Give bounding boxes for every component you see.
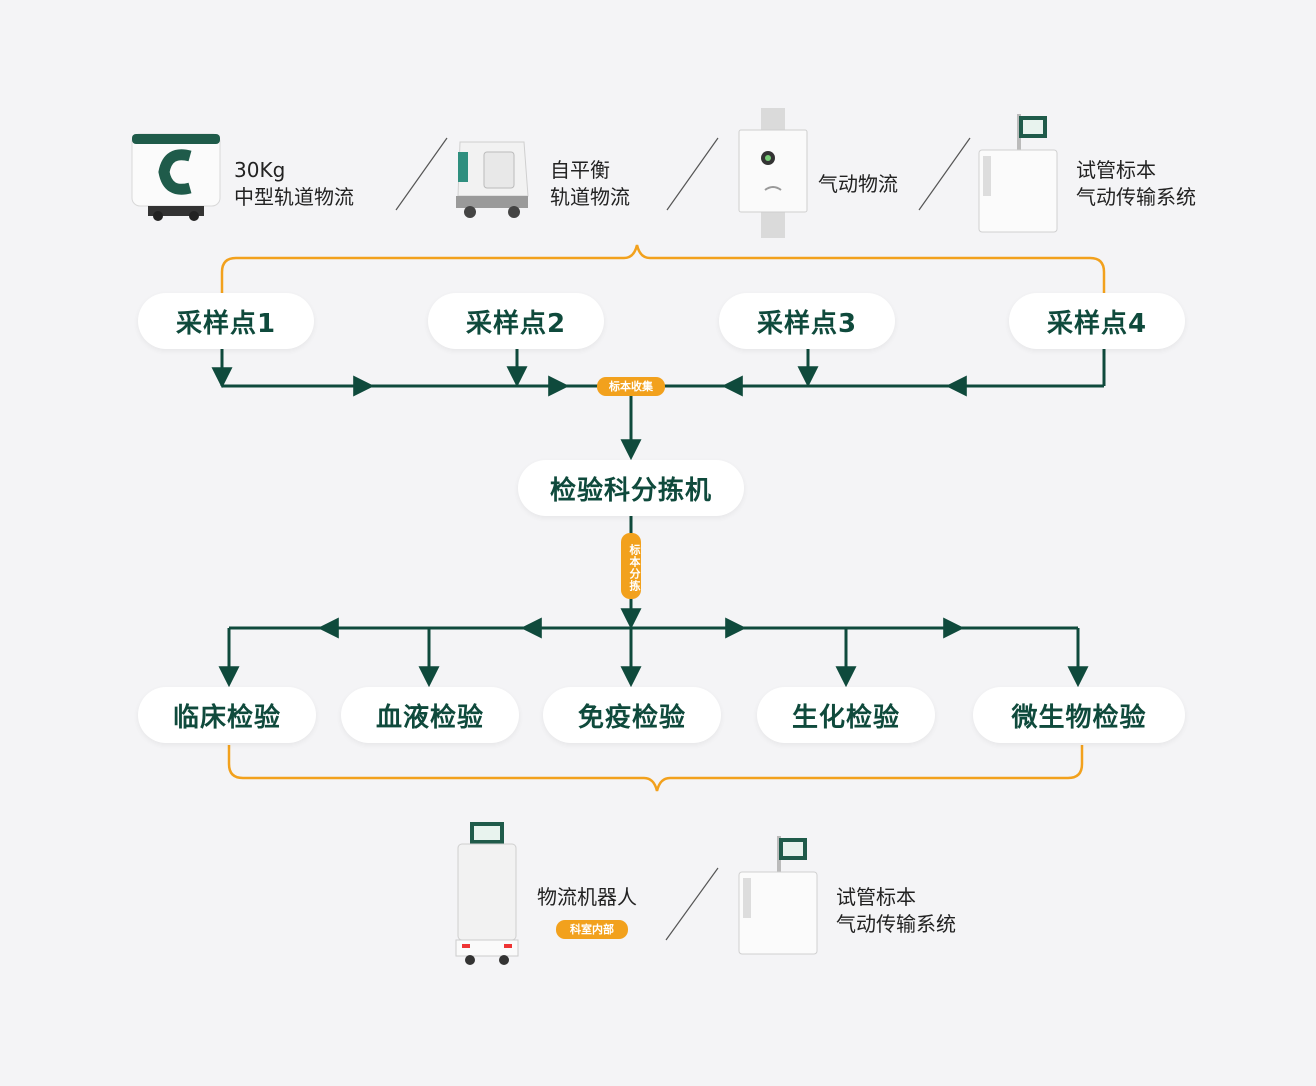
separator: [666, 137, 719, 211]
sampling-point-2: 采样点2: [428, 293, 604, 349]
sampling-point-3: 采样点3: [719, 293, 895, 349]
separator: [395, 137, 448, 211]
track-robot-icon: [128, 128, 224, 224]
sampling-point-1: 采样点1: [138, 293, 314, 349]
lab-clinical: 临床检验: [138, 687, 316, 743]
device-label: 物流机器人: [537, 885, 637, 909]
device-label: 气动物流: [818, 172, 898, 196]
lab-blood: 血液检验: [341, 687, 519, 743]
tube-pneumatic-icon: [975, 112, 1061, 236]
sort-badge: 标本分拣: [621, 533, 641, 599]
device-label: 试管标本 气动传输系统: [836, 885, 956, 936]
top-brace: [220, 244, 1106, 295]
pneumatic-station-icon: [735, 108, 811, 238]
bottom-brace: [227, 745, 1084, 792]
lab-immune: 免疫检验: [543, 687, 721, 743]
lab-micro: 微生物检验: [973, 687, 1185, 743]
device-label: 试管标本 气动传输系统: [1076, 158, 1196, 209]
sampling-point-4: 采样点4: [1009, 293, 1185, 349]
separator: [918, 137, 971, 211]
lab-biochem: 生化检验: [757, 687, 935, 743]
device-label: 30Kg 中型轨道物流: [234, 158, 354, 209]
self-balancing-robot-icon: [450, 136, 534, 220]
sorter-node: 检验科分拣机: [518, 460, 744, 516]
device-label: 自平衡 轨道物流: [550, 158, 630, 209]
internal-badge: 科室内部: [556, 920, 628, 939]
collect-badge: 标本收集: [597, 377, 665, 396]
logistics-robot-icon: [452, 820, 522, 966]
tube-pneumatic-icon: [735, 834, 821, 958]
separator: [665, 867, 719, 941]
